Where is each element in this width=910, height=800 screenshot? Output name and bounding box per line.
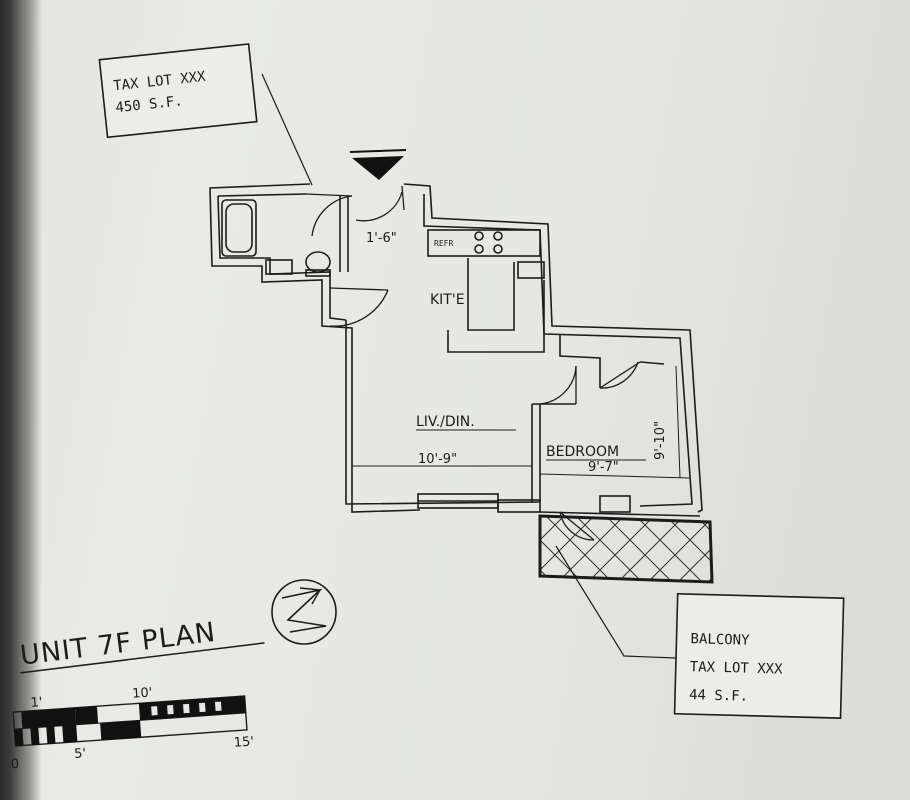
living-width-dimension: 10'-9" [418,452,457,467]
balcony-line3: 44 S.F. [689,687,748,705]
entry-arrow-icon [349,149,407,180]
balcony [538,514,714,584]
balcony-callout: BALCONY TAX LOT XXX 44 S.F. [673,593,845,719]
scale-bar: 0 1' 5' 10' 15' [10,685,254,773]
plan-title: UNIT 7F PLAN [18,617,217,672]
balcony-line1: BALCONY [690,631,750,649]
plan-title-group: UNIT 7F PLAN [18,617,265,674]
fridge-label: REFR [434,239,453,248]
scale-label-10: 10' [132,685,153,701]
unit-walls [209,183,703,517]
kitchen-label: KIT'E [430,292,465,308]
bedroom-label: BEDROOM [546,444,619,460]
tax-lot-leader [261,73,313,186]
entry-dimension: 1'-6" [366,231,397,246]
north-arrow-icon [271,579,337,645]
scale-label-1: 1' [30,695,43,711]
balcony-line2: TAX LOT XXX [690,659,784,677]
balcony-leader [555,545,677,659]
scale-label-5: 5' [74,746,87,762]
bedroom-depth-dimension: 9'-10" [653,421,668,460]
scale-label-15: 15' [233,734,254,750]
dimension-lines [351,365,691,479]
living-label: LIV./DIN. [416,414,475,430]
binder-edge [0,0,42,800]
plan-title-underline [20,642,265,674]
tax-lot-callout: TAX LOT XXX 450 S.F. [98,43,258,139]
bedroom-width-dimension: 9'-7" [588,460,619,475]
scale-label-0: 0 [10,757,19,773]
tax-lot-line2: 450 S.F. [115,93,184,116]
door-swings [305,185,641,541]
